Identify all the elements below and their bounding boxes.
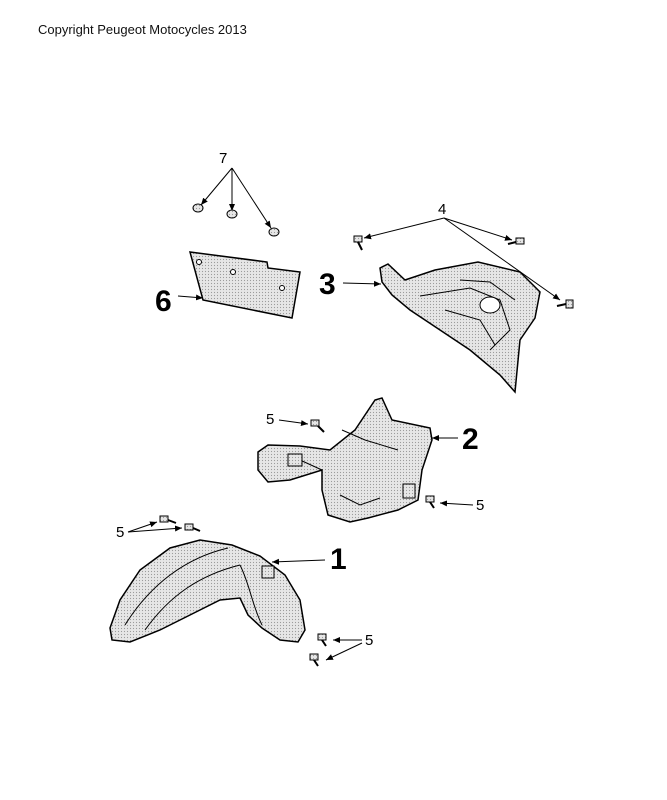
screw-icon bbox=[159, 515, 177, 524]
panel-opening bbox=[479, 296, 501, 314]
screw-icon bbox=[425, 495, 435, 509]
leader-line-6 bbox=[177, 294, 204, 301]
leader-line-5b bbox=[439, 500, 474, 507]
label-5-lower: 5 bbox=[365, 632, 373, 649]
part-6-plate: 6 bbox=[155, 251, 301, 319]
mount-tab bbox=[402, 483, 416, 499]
label-5-right: 5 bbox=[476, 497, 484, 514]
part-5-screws-lower: 5 bbox=[309, 632, 373, 667]
label-6: 6 bbox=[155, 285, 172, 318]
mudguard-contour bbox=[124, 547, 263, 631]
leader-line-7a bbox=[200, 167, 233, 206]
label-5-left: 5 bbox=[116, 524, 124, 541]
copyright-text: Copyright Peugeot Motocycles 2013 bbox=[38, 22, 247, 37]
label-2: 2 bbox=[462, 423, 479, 456]
label-7: 7 bbox=[219, 150, 227, 167]
leader-line-7c bbox=[231, 167, 272, 229]
part-4-screws: 4 bbox=[353, 201, 574, 309]
leader-line-5a bbox=[278, 419, 309, 427]
leader-line-5d bbox=[127, 525, 183, 533]
nut-icon bbox=[192, 203, 204, 213]
label-1: 1 bbox=[330, 543, 347, 576]
leader-line-3 bbox=[342, 280, 382, 287]
mudguard-shape bbox=[109, 539, 306, 643]
hole-icon bbox=[196, 259, 202, 265]
leader-line-5f bbox=[325, 642, 363, 661]
label-4: 4 bbox=[438, 201, 446, 218]
screw-icon bbox=[309, 653, 319, 667]
nut-icon bbox=[226, 209, 238, 219]
screw-icon bbox=[556, 299, 574, 309]
panel-shape bbox=[379, 261, 541, 394]
hole-icon bbox=[230, 269, 236, 275]
leader-line-1 bbox=[271, 558, 326, 565]
mount-tab bbox=[261, 565, 275, 579]
part-5-screws-upper: 5 5 bbox=[266, 411, 484, 514]
screw-icon bbox=[310, 419, 325, 433]
label-5-upper: 5 bbox=[266, 411, 274, 428]
part-1-front-mudguard: 1 bbox=[109, 539, 347, 643]
mount-tab bbox=[287, 453, 303, 467]
part-2-inner-fender: 2 bbox=[257, 397, 479, 523]
leader-line-5c bbox=[127, 521, 158, 533]
part-7-nuts: 7 bbox=[192, 150, 280, 237]
nut-icon bbox=[268, 227, 280, 237]
part-5-screws-left: 5 bbox=[116, 515, 201, 541]
screw-icon bbox=[353, 235, 363, 251]
screw-icon bbox=[317, 633, 327, 647]
fender-inner-detail bbox=[299, 429, 399, 506]
label-3: 3 bbox=[319, 268, 336, 301]
hole-icon bbox=[279, 285, 285, 291]
plate-shape bbox=[188, 251, 301, 319]
screw-icon bbox=[507, 237, 525, 245]
screw-icon bbox=[184, 523, 201, 532]
panel-detail bbox=[419, 279, 516, 351]
leader-line-4a bbox=[363, 217, 445, 240]
leader-line-4c bbox=[443, 217, 561, 301]
fender-inner-shape bbox=[257, 397, 433, 523]
part-3-inner-panel: 3 bbox=[319, 261, 541, 394]
leader-line-4b bbox=[443, 217, 513, 241]
